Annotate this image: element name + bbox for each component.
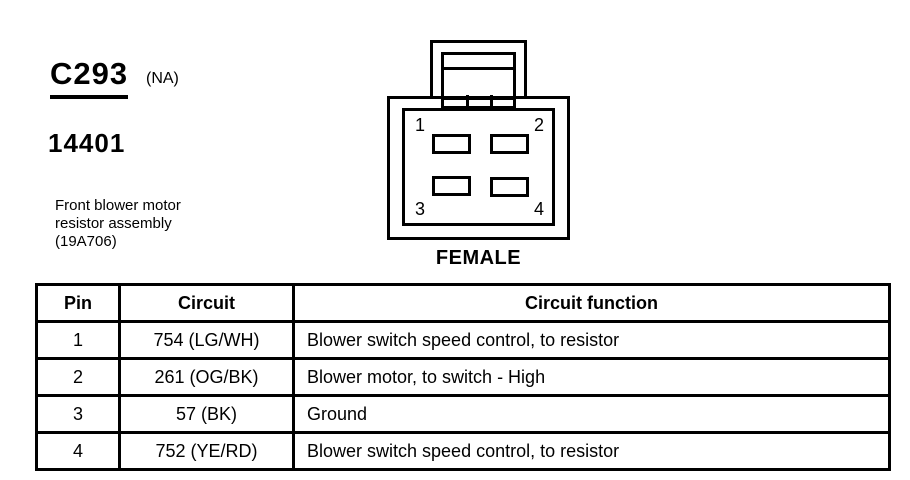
pin-2-label: 2 xyxy=(533,115,544,135)
table-row: 4 752 (YE/RD) Blower switch speed contro… xyxy=(35,431,891,471)
part-description: Front blower motor resistor assembly (19… xyxy=(55,197,181,251)
connector-body-outline xyxy=(387,96,570,240)
pin-cell: 3 xyxy=(35,394,121,434)
description-line-3: (19A706) xyxy=(55,233,117,250)
function-cell: Blower motor, to switch - High xyxy=(292,357,891,397)
pin-2-cavity xyxy=(490,134,529,154)
lock-tab-divider xyxy=(444,67,513,70)
description-line-1: Front blower motor xyxy=(55,197,181,214)
circuit-cell: 57 (BK) xyxy=(118,394,295,434)
function-cell: Ground xyxy=(292,394,891,434)
circuit-cell: 752 (YE/RD) xyxy=(118,431,295,471)
circuit-cell: 261 (OG/BK) xyxy=(118,357,295,397)
pinout-table: Pin Circuit Circuit function 1 754 (LG/W… xyxy=(35,283,891,471)
table-row: 1 754 (LG/WH) Blower switch speed contro… xyxy=(35,320,891,360)
header-pin: Pin xyxy=(35,283,121,323)
pin-4-label: 4 xyxy=(533,199,544,219)
pin-1-cavity xyxy=(432,134,471,154)
header-circuit: Circuit xyxy=(118,283,295,323)
pin-3-cavity xyxy=(432,176,471,196)
description-line-2: resistor assembly xyxy=(55,215,172,232)
pin-1-label: 1 xyxy=(415,115,426,135)
function-cell: Blower switch speed control, to resistor xyxy=(292,431,891,471)
part-number: 14401 xyxy=(48,128,126,158)
pin-3-label: 3 xyxy=(415,199,426,219)
connector-lock-tab-outline xyxy=(430,40,527,98)
pin-cell: 4 xyxy=(35,431,121,471)
connector-code: C293 xyxy=(50,58,129,99)
table-row: 2 261 (OG/BK) Blower motor, to switch - … xyxy=(35,357,891,397)
lock-tab-notch xyxy=(490,95,493,106)
pin-cell: 2 xyxy=(35,357,121,397)
pin-cell: 1 xyxy=(35,320,121,360)
lock-tab-notch xyxy=(466,95,469,106)
connector-gender-label: FEMALE xyxy=(435,247,522,269)
table-header-row: Pin Circuit Circuit function xyxy=(35,283,891,323)
connector-region-note: (NA) xyxy=(146,70,179,87)
table-row: 3 57 (BK) Ground xyxy=(35,394,891,434)
header-circuit-function: Circuit function xyxy=(292,283,891,323)
pin-4-cavity xyxy=(490,177,529,197)
connector-face: 1 2 3 4 xyxy=(402,108,555,226)
circuit-cell: 754 (LG/WH) xyxy=(118,320,295,360)
function-cell: Blower switch speed control, to resistor xyxy=(292,320,891,360)
